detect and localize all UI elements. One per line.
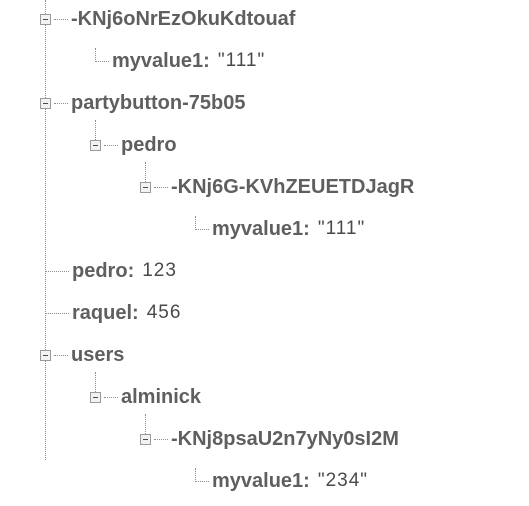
connector-dash — [45, 270, 69, 272]
tree-guide-line-root — [45, 0, 46, 460]
tree-node-party-pedro[interactable]: pedro — [90, 133, 177, 157]
leaf-key[interactable]: pedro — [72, 259, 128, 282]
collapse-icon[interactable] — [40, 97, 51, 109]
tree-leaf-raquel[interactable]: raquel : 456 — [45, 301, 181, 325]
node-key[interactable]: partybutton-75b05 — [71, 91, 246, 114]
node-key[interactable]: -KNj8psaU2n7yNy0sI2M — [171, 427, 399, 450]
connector-dash — [195, 228, 209, 230]
tree-guide-line-alminick — [145, 414, 146, 438]
leaf-value[interactable]: 123 — [142, 260, 177, 281]
collapse-icon[interactable] — [90, 391, 101, 403]
key-value-separator: : — [203, 49, 210, 72]
connector-elbow — [95, 48, 96, 60]
leaf-value[interactable]: 456 — [146, 302, 182, 323]
tree-node-partybutton[interactable]: partybutton-75b05 — [40, 91, 245, 115]
connector-dash — [154, 438, 168, 440]
connector-dash — [104, 144, 118, 146]
key-value-separator: : — [303, 217, 310, 240]
connector-dash — [54, 18, 68, 20]
collapse-icon[interactable] — [40, 349, 51, 361]
collapse-icon[interactable] — [40, 13, 51, 25]
connector-dash — [45, 312, 69, 314]
tree-node-users[interactable]: users — [40, 343, 124, 367]
node-key[interactable]: pedro — [121, 133, 177, 156]
key-value-separator: : — [303, 469, 310, 492]
leaf-key[interactable]: raquel — [72, 301, 133, 324]
tree-node-root[interactable]: -KNj6oNrEzOkuKdtouaf — [40, 7, 295, 31]
tree-leaf-alminick-myvalue1[interactable]: myvalue1 : "234" — [195, 469, 368, 493]
tree-node-alminick[interactable]: alminick — [90, 385, 201, 409]
tree-node-alminick-push[interactable]: -KNj8psaU2n7yNy0sI2M — [140, 427, 399, 451]
collapse-icon[interactable] — [90, 139, 101, 151]
leaf-key[interactable]: myvalue1 — [112, 49, 204, 72]
leaf-value[interactable]: "111" — [217, 50, 266, 71]
connector-elbow — [195, 468, 196, 480]
node-key[interactable]: alminick — [121, 385, 202, 408]
connector-dash — [95, 60, 109, 62]
tree-guide-line-pedro — [145, 162, 146, 186]
node-key[interactable]: -KNj6oNrEzOkuKdtouaf — [71, 7, 296, 30]
leaf-key[interactable]: myvalue1 — [212, 217, 304, 240]
tree-leaf-root-myvalue1[interactable]: myvalue1 : "111" — [95, 49, 265, 73]
tree-leaf-party-pedro-myvalue1[interactable]: myvalue1 : "111" — [195, 217, 365, 241]
collapse-icon[interactable] — [140, 433, 151, 445]
connector-dash — [54, 102, 68, 104]
connector-dash — [54, 354, 68, 356]
key-value-separator: : — [127, 259, 135, 282]
node-key[interactable]: -KNj6G-KVhZEUETDJagR — [171, 175, 415, 198]
tree-guide-line-party — [95, 120, 96, 144]
key-value-separator: : — [132, 301, 139, 324]
leaf-value[interactable]: "111" — [317, 218, 366, 239]
tree-guide-line-users — [95, 372, 96, 396]
collapse-icon[interactable] — [140, 181, 151, 193]
connector-dash — [195, 480, 209, 482]
tree-leaf-pedro[interactable]: pedro : 123 — [45, 259, 177, 283]
tree-node-party-pedro-push[interactable]: -KNj6G-KVhZEUETDJagR — [140, 175, 414, 199]
connector-elbow — [195, 216, 196, 228]
connector-dash — [104, 396, 118, 398]
leaf-key[interactable]: myvalue1 — [212, 469, 304, 492]
node-key[interactable]: users — [71, 343, 125, 366]
connector-dash — [154, 186, 168, 188]
leaf-value[interactable]: "234" — [317, 470, 369, 491]
